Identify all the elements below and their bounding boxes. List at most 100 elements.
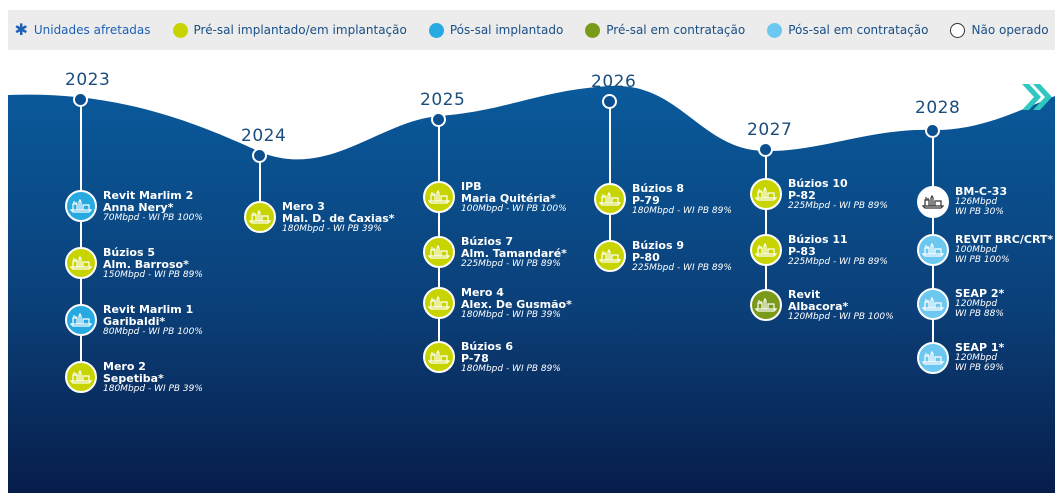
legend-label: Não operado xyxy=(971,23,1049,37)
legend-label: Pré-sal implantado/em implantação xyxy=(193,23,407,37)
unit-capacity: 120Mbpd - WI PB 100% xyxy=(788,312,894,323)
unit-name: Búzios 6 xyxy=(461,340,513,353)
year-dot-2025 xyxy=(431,112,446,127)
unit-working-interest: WI PB 69% xyxy=(955,362,1004,373)
unit-status-circle xyxy=(750,234,782,266)
unit-status-circle xyxy=(65,361,97,393)
unit-name: Búzios 11 xyxy=(788,233,848,246)
platform-icon xyxy=(922,243,944,257)
unit-status-circle xyxy=(917,186,949,218)
unit-status-circle xyxy=(594,240,626,272)
unit-capacity: 180Mbpd - WI PB 39% xyxy=(282,224,382,235)
legend-item-possal-implantado: Pós-sal implantado xyxy=(428,22,563,38)
year-label-2023: 2023 xyxy=(65,70,111,90)
asterisk-icon: ✱ xyxy=(14,20,28,39)
unit-vessel: Mal. D. de Caxias* xyxy=(282,212,395,226)
legend-dot-icon xyxy=(428,22,444,38)
unit-vessel: P-80 xyxy=(632,251,660,265)
unit-capacity: 100Mbpd xyxy=(955,245,998,256)
year-dot-2027 xyxy=(758,142,773,157)
timeline-line-2024 xyxy=(259,155,261,220)
unit-capacity: 150Mbpd - WI PB 89% xyxy=(103,270,203,281)
year-dot-2024 xyxy=(252,148,267,163)
legend-item-possal-contratacao: Pós-sal em contratação xyxy=(767,22,929,38)
legend-item-nao-operado: Não operado xyxy=(950,22,1049,38)
platform-icon xyxy=(249,210,271,224)
unit-status-circle xyxy=(917,342,949,374)
timeline-line-2023 xyxy=(80,98,82,383)
legend-label: Pré-sal em contratação xyxy=(606,23,746,37)
platform-icon xyxy=(922,195,944,209)
unit-status-circle xyxy=(244,201,276,233)
legend-label: Pós-sal em contratação xyxy=(788,23,929,37)
legend-affected: ✱ Unidades afretadas xyxy=(14,22,150,38)
unit-name: Mero 3 xyxy=(282,200,325,213)
unit-status-circle xyxy=(65,247,97,279)
unit-vessel: Anna Nery* xyxy=(103,201,174,215)
unit-vessel: Alm. Barroso* xyxy=(103,258,189,272)
unit-name: Mero 2 xyxy=(103,360,146,373)
unit-status-circle xyxy=(423,287,455,319)
year-dot-2026 xyxy=(602,94,617,109)
unit-vessel: P-78 xyxy=(461,352,489,366)
unit-name: REVIT BRC/CRT* xyxy=(955,233,1054,246)
year-dot-2023 xyxy=(73,92,88,107)
unit-working-interest: WI PB 88% xyxy=(955,308,1004,319)
unit-capacity: 126Mbpd xyxy=(955,197,998,208)
unit-name: Mero 4 xyxy=(461,286,504,299)
unit-capacity: 225Mbpd - WI PB 89% xyxy=(788,201,888,212)
legend-dot-icon xyxy=(585,22,601,38)
unit-vessel: Garibaldi* xyxy=(103,315,166,329)
legend: ✱ Unidades afretadas Pré-sal implantado/… xyxy=(8,10,1055,50)
year-label-2028: 2028 xyxy=(915,98,961,118)
unit-status-circle xyxy=(423,236,455,268)
unit-name: Revit xyxy=(788,288,821,301)
timeline-line-2026 xyxy=(609,101,611,256)
unit-vessel: Alm. Tamandaré* xyxy=(461,247,567,261)
year-dot-2028 xyxy=(925,123,940,138)
platform-icon xyxy=(428,350,450,364)
unit-working-interest: WI PB 30% xyxy=(955,206,1004,217)
unit-name: Búzios 5 xyxy=(103,246,155,259)
unit-name: IPB xyxy=(461,180,482,193)
platform-icon xyxy=(428,190,450,204)
platform-icon xyxy=(70,256,92,270)
year-label-2025: 2025 xyxy=(420,90,466,110)
unit-vessel: P-79 xyxy=(632,194,660,208)
unit-status-circle xyxy=(917,288,949,320)
legend-item-presal-contratacao: Pré-sal em contratação xyxy=(585,22,746,38)
platform-icon xyxy=(70,313,92,327)
unit-vessel: Albacora* xyxy=(788,300,849,314)
unit-capacity: 100Mbpd - WI PB 100% xyxy=(461,204,567,215)
platform-icon xyxy=(599,249,621,263)
unit-name: Búzios 8 xyxy=(632,182,684,195)
unit-name: SEAP 1* xyxy=(955,341,1005,354)
unit-vessel: Sepetiba* xyxy=(103,372,164,386)
unit-capacity: 70Mbpd - WI PB 100% xyxy=(103,213,203,224)
unit-name: Revit Marlim 1 xyxy=(103,303,194,316)
chevron-right-icon xyxy=(1022,84,1052,110)
